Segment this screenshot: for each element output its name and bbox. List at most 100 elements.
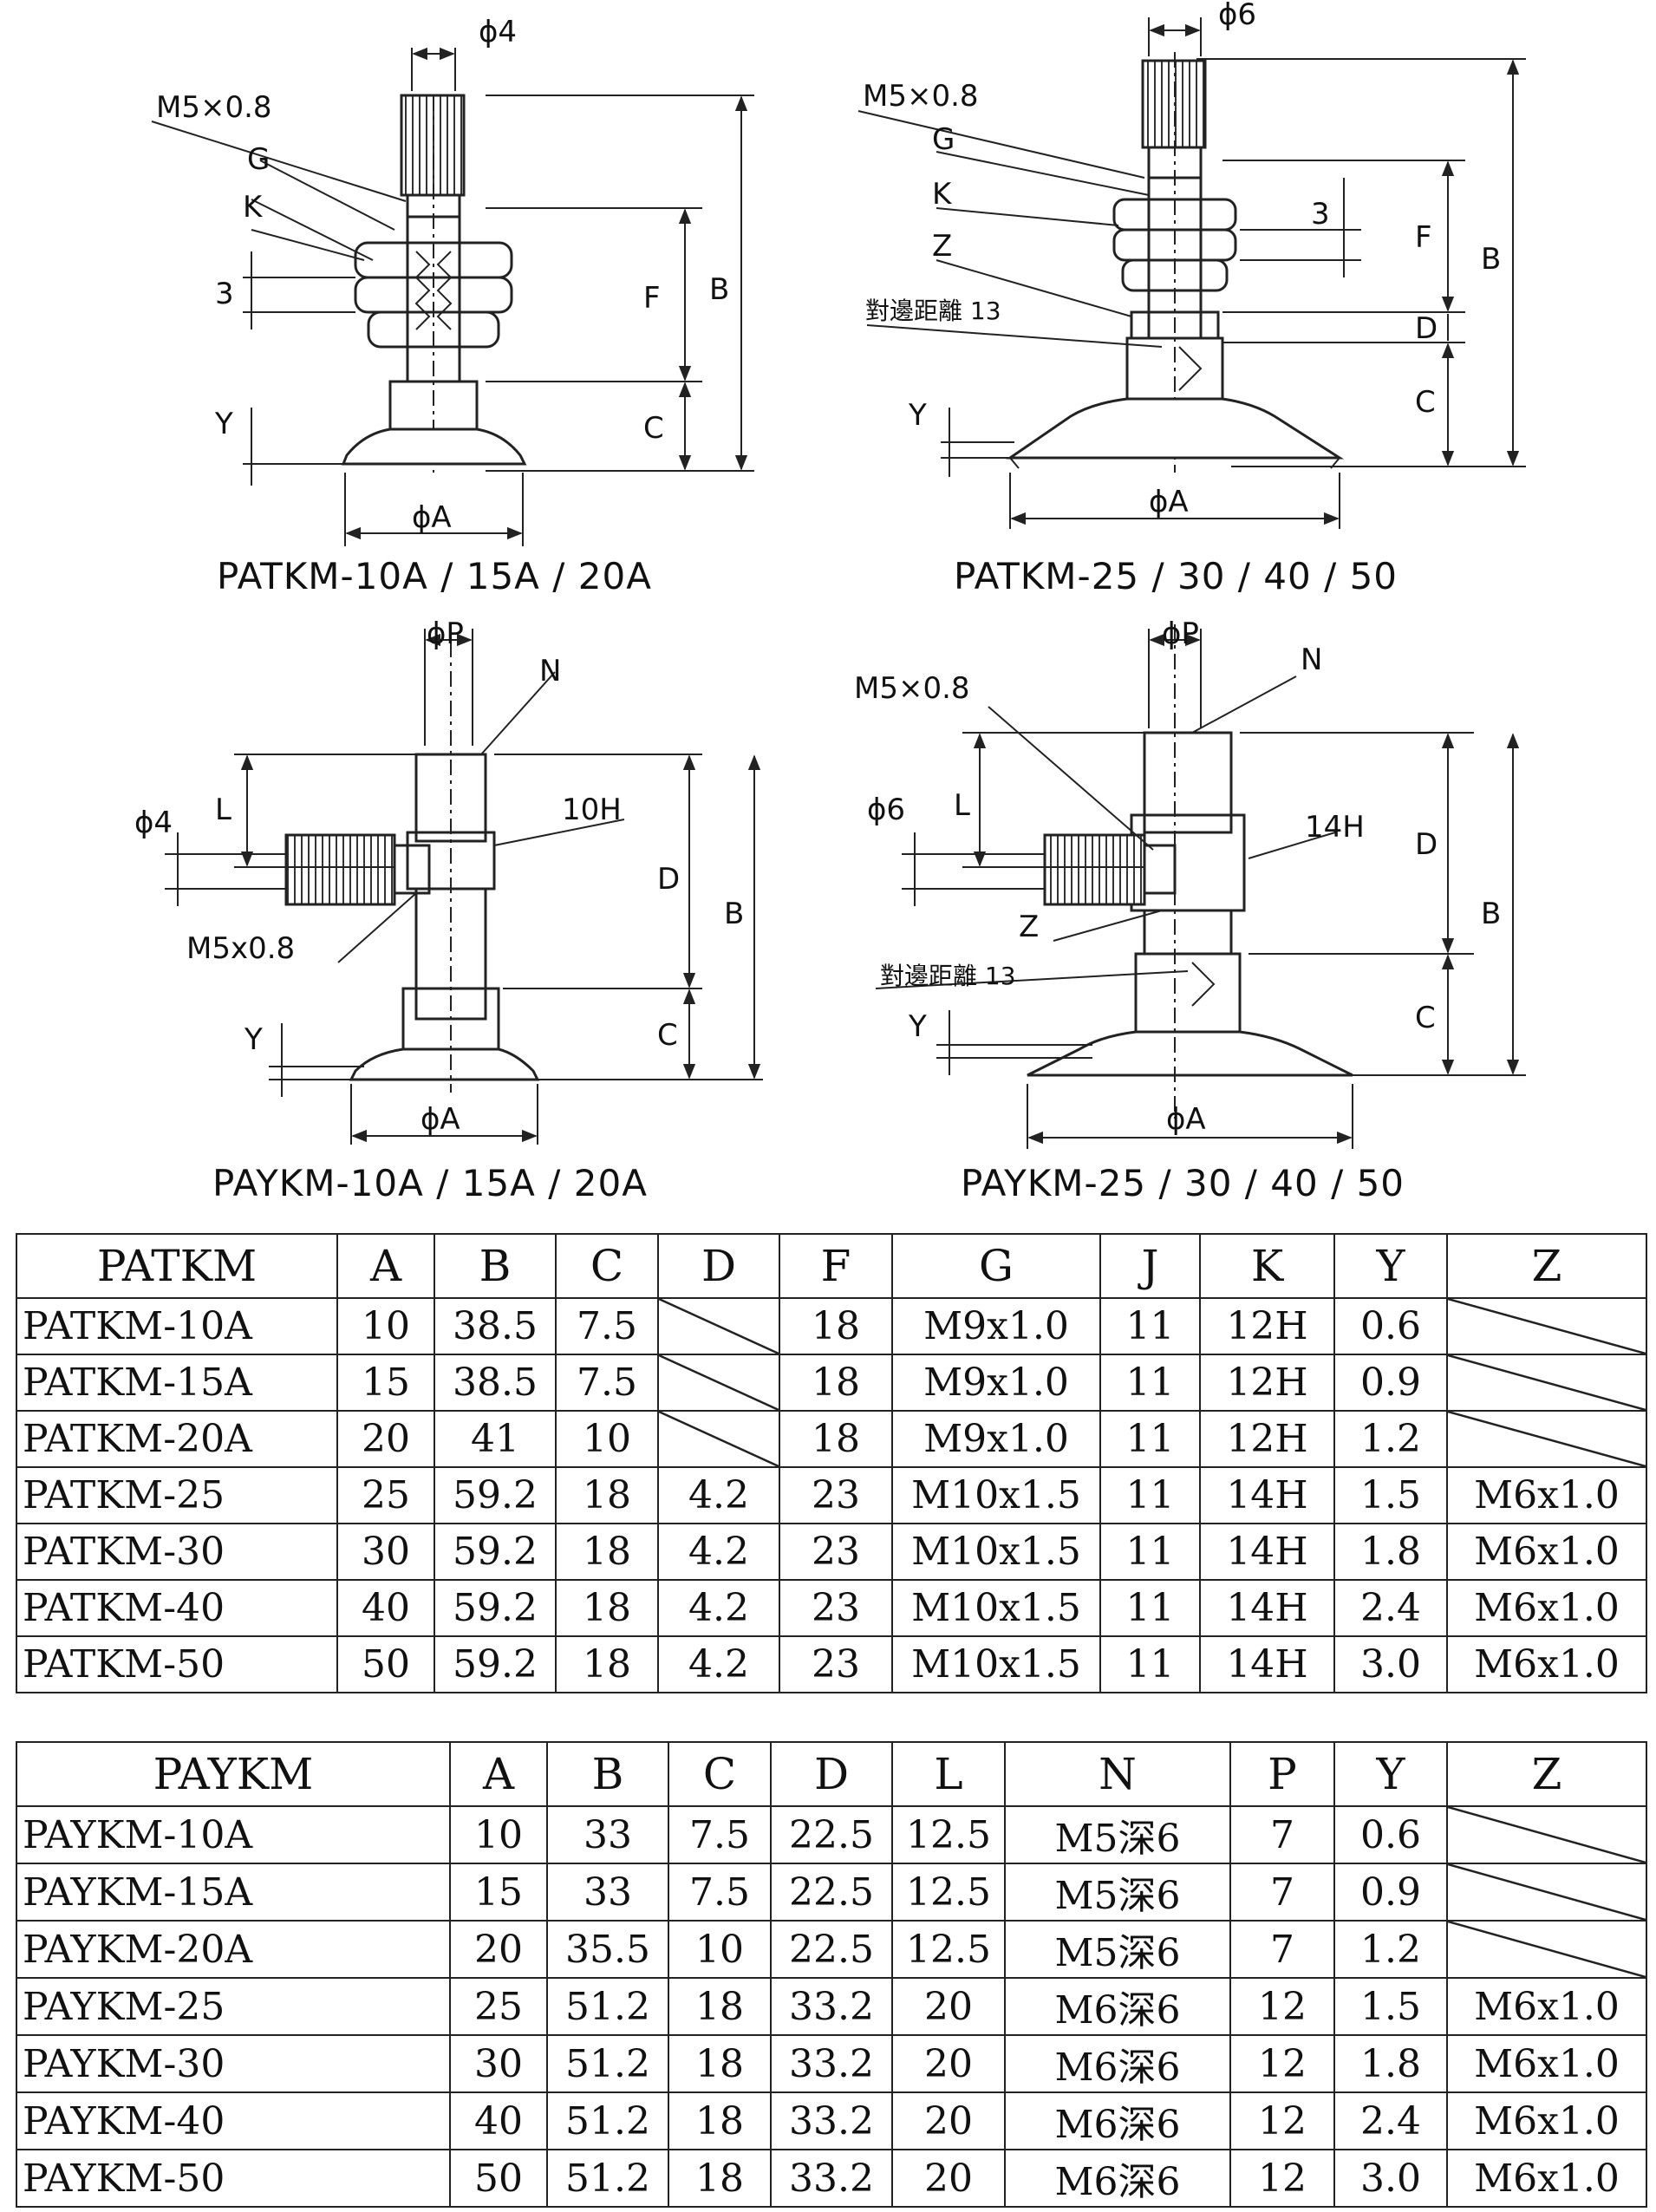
dim-phi6: ϕ6 (867, 793, 905, 827)
value-cell: M6x1.0 (1446, 2149, 1647, 2208)
value-cell: 12.5 (891, 1863, 1006, 1922)
value-cell: M6x1.0 (1446, 2091, 1647, 2150)
value-cell: 20 (891, 2149, 1006, 2208)
dim-phia: ϕA (1149, 485, 1189, 519)
value-cell: 2.4 (1333, 2091, 1448, 2150)
value-cell: 14H (1199, 1635, 1335, 1693)
value-cell: 18 (555, 1523, 659, 1581)
value-cell: 7.5 (555, 1297, 659, 1355)
value-cell: 11 (1099, 1297, 1201, 1355)
value-cell: M5深6 (1004, 1863, 1231, 1922)
dim-phia: ϕA (1166, 1102, 1206, 1137)
value-cell: 40 (449, 2091, 548, 2150)
drawing-paykm-small (165, 629, 763, 1145)
value-cell: 59.2 (434, 1523, 557, 1581)
value-cell: 22.5 (770, 1863, 893, 1922)
value-cell: 10 (555, 1410, 659, 1468)
dim-phip: ϕP (427, 617, 464, 651)
value-cell: 18 (668, 2091, 772, 2150)
value-cell: 14H (1199, 1579, 1335, 1637)
header-cell: F (779, 1233, 893, 1299)
value-cell: 59.2 (434, 1635, 557, 1693)
value-cell: 1.2 (1333, 1410, 1448, 1468)
header-cell: G (891, 1233, 1101, 1299)
callout-n: N (539, 654, 561, 688)
dim-phia: ϕA (421, 1102, 460, 1137)
header-cell: Z (1446, 1741, 1647, 1807)
dim-phia: ϕA (412, 500, 452, 535)
value-cell: 1.2 (1333, 1920, 1448, 1979)
dim-l: L (215, 793, 231, 827)
not-applicable-cell (1446, 1805, 1647, 1864)
value-cell: 20 (336, 1410, 435, 1468)
model-cell: PAYKM-50 (16, 2149, 451, 2208)
value-cell: 12H (1199, 1354, 1335, 1412)
value-cell: 25 (336, 1466, 435, 1524)
value-cell: 23 (779, 1523, 893, 1581)
value-cell: M10x1.5 (891, 1635, 1101, 1693)
value-cell: 18 (555, 1579, 659, 1637)
model-cell: PAYKM-40 (16, 2091, 451, 2150)
value-cell: 18 (668, 1977, 772, 2036)
value-cell: 0.6 (1333, 1805, 1448, 1864)
value-cell: 0.6 (1333, 1297, 1448, 1355)
value-cell: 18 (779, 1354, 893, 1412)
value-cell: 20 (891, 2034, 1006, 2093)
drawing-patkm-large-labels: ϕ6 M5×0.8 G K Z 對邊距離 13 3 F D C B Y ϕA (863, 0, 1501, 519)
value-cell: 4.2 (657, 1523, 780, 1581)
value-cell: 51.2 (546, 2149, 669, 2208)
header-cell: B (546, 1741, 669, 1807)
value-cell: 15 (449, 1863, 548, 1922)
callout-14h: 14H (1305, 810, 1365, 845)
header-cell: C (555, 1233, 659, 1299)
header-cell: P (1229, 1741, 1335, 1807)
value-cell: 35.5 (546, 1920, 669, 1979)
value-cell: M9x1.0 (891, 1410, 1101, 1468)
value-cell: 33.2 (770, 1977, 893, 2036)
value-cell: 7 (1229, 1863, 1335, 1922)
value-cell: 10 (449, 1805, 548, 1864)
header-cell: B (434, 1233, 557, 1299)
dim-f: F (1415, 220, 1432, 255)
value-cell: 20 (891, 2091, 1006, 2150)
not-applicable-cell (657, 1410, 780, 1468)
dim-d: D (1415, 827, 1438, 862)
value-cell: 40 (336, 1579, 435, 1637)
technical-drawings: ϕ4 M5×0.8 G K 3 Y F C B ϕA (134, 0, 1526, 1149)
value-cell: 18 (668, 2149, 772, 2208)
value-cell: M6深6 (1004, 1977, 1231, 2036)
value-cell: 4.2 (657, 1579, 780, 1637)
value-cell: 12H (1199, 1297, 1335, 1355)
dim-c: C (1415, 385, 1436, 420)
value-cell: 23 (779, 1466, 893, 1524)
value-cell: 3.0 (1333, 1635, 1448, 1693)
model-cell: PATKM-40 (16, 1579, 338, 1637)
value-cell: 18 (779, 1297, 893, 1355)
dim-c: C (657, 1018, 678, 1053)
value-cell: M10x1.5 (891, 1523, 1101, 1581)
value-cell: 30 (336, 1523, 435, 1581)
value-cell: 12.5 (891, 1920, 1006, 1979)
drawing-patkm-large (857, 17, 1526, 529)
value-cell: 18 (555, 1466, 659, 1524)
header-cell: N (1004, 1741, 1231, 1807)
header-cell: D (657, 1233, 780, 1299)
caption-paykm-large: PAYKM-25 / 30 / 40 / 50 (961, 1162, 1405, 1204)
value-cell: 12 (1229, 2149, 1335, 2208)
dim-c: C (643, 411, 664, 446)
value-cell: M6x1.0 (1446, 1523, 1647, 1581)
dim-3: 3 (215, 277, 234, 311)
header-cell: Z (1446, 1233, 1647, 1299)
value-cell: 12 (1229, 1977, 1335, 2036)
callout-m5: M5x0.8 (186, 931, 295, 966)
value-cell: 30 (449, 2034, 548, 2093)
value-cell: 23 (779, 1579, 893, 1637)
value-cell: 0.9 (1333, 1354, 1448, 1412)
header-cell: PAYKM (16, 1741, 451, 1807)
